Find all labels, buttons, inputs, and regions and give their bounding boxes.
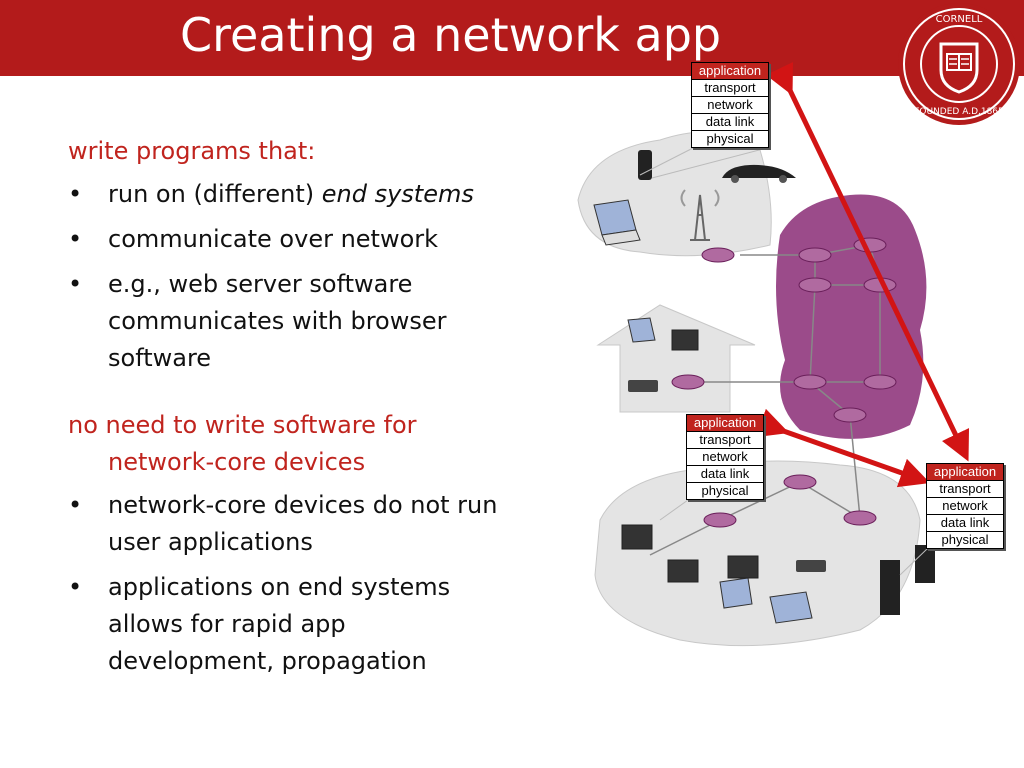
list-item: network-core devices do not run user app…: [68, 487, 508, 561]
layer-data-link: data link: [692, 113, 768, 130]
layer-transport: transport: [927, 480, 1003, 497]
layer-network: network: [692, 96, 768, 113]
layer-application: application: [927, 464, 1003, 480]
layer-physical: physical: [927, 531, 1003, 548]
protocol-stack-top: application transport network data link …: [691, 62, 769, 148]
network-diagram: application transport network data link …: [560, 55, 1024, 695]
protocol-stack-middle: application transport network data link …: [686, 414, 764, 500]
section-heading-2: no need to write software for network-co…: [68, 411, 417, 476]
layer-data-link: data link: [687, 465, 763, 482]
home-network: [596, 304, 756, 413]
arrow-middle-to-right: [755, 408, 931, 488]
title-bar: Creating a network app: [0, 0, 1024, 76]
arrow-top-to-right: [765, 61, 970, 462]
layer-physical: physical: [687, 482, 763, 499]
list-item: run on (different) end systems: [68, 176, 508, 213]
section-heading-1: write programs that:: [68, 137, 316, 165]
smartphone-icon: [638, 150, 652, 180]
wireless-router-icon: [628, 380, 826, 572]
laptop-icon: [593, 199, 813, 624]
bullet-list-1: run on (different) end systems communica…: [68, 176, 508, 377]
layer-network: network: [687, 448, 763, 465]
bullet-list-2: network-core devices do not run user app…: [68, 487, 508, 680]
cell-tower-icon: [680, 189, 720, 241]
layer-transport: transport: [692, 79, 768, 96]
slide-title: Creating a network app: [180, 8, 722, 62]
layer-application: application: [687, 415, 763, 431]
desktop-computer-icon: [621, 329, 759, 583]
network-diagram-art: [577, 61, 970, 647]
layer-data-link: data link: [927, 514, 1003, 531]
layer-transport: transport: [687, 431, 763, 448]
protocol-stack-right: application transport network data link …: [926, 463, 1004, 549]
list-item: applications on end systems allows for r…: [68, 569, 508, 680]
core-network-cloud: [776, 194, 927, 439]
list-item: e.g., web server software communicates w…: [68, 266, 508, 377]
svg-text:CORNELL: CORNELL: [936, 14, 983, 25]
server-icon: [880, 545, 935, 615]
layer-physical: physical: [692, 130, 768, 147]
layer-network: network: [927, 497, 1003, 514]
list-item: communicate over network: [68, 221, 508, 258]
slide-body: write programs that: run on (different) …: [68, 133, 508, 688]
layer-application: application: [692, 63, 768, 79]
